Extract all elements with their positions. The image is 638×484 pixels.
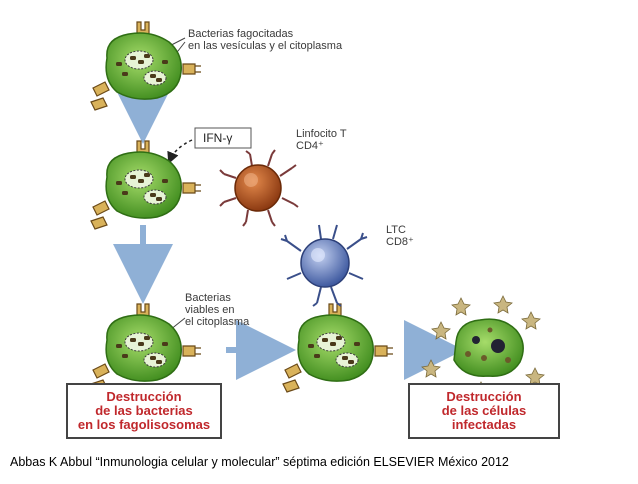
- result-box-right: Destrucción de las células infectadas: [408, 383, 560, 439]
- label-phagocytosed-line1: Bacterias fagocitadas: [188, 28, 294, 40]
- result-left-line1: Destrucción: [106, 389, 182, 404]
- result-box-right-text: Destrucción de las células infectadas: [442, 390, 527, 432]
- result-right-line3: infectadas: [451, 417, 517, 432]
- label-viable-line3: el citoplasma: [185, 316, 250, 328]
- label-phagocytosed: Bacterias fagocitadas en las vesículas y…: [188, 28, 418, 52]
- label-viable-line2: viables en: [185, 304, 235, 316]
- bacteria: [116, 173, 168, 201]
- label-t-cell-line1: Linfocito T: [296, 128, 347, 140]
- result-left-line2: de las bacterias: [95, 403, 193, 418]
- bacteria: [116, 54, 168, 82]
- bacteria: [308, 336, 360, 364]
- label-t-cell-line2: CD4⁺: [296, 140, 324, 152]
- receptors: [90, 140, 201, 230]
- cd8-ctl-cell: [280, 224, 368, 307]
- label-phagocytosed-line2: en las vesículas y el citoplasma: [188, 40, 343, 52]
- label-viable: Bacterias viables en el citoplasma: [185, 292, 305, 328]
- label-ifn: IFN-γ: [203, 131, 233, 145]
- result-left-line3: en los fagolisosomas: [77, 417, 211, 432]
- result-box-left-text: Destrucción de las bacterias en los fago…: [78, 390, 210, 432]
- result-right-line2: de las células: [441, 403, 527, 418]
- cd4-t-cell: [219, 149, 299, 227]
- label-viable-line1: Bacterias: [185, 292, 231, 304]
- destroyed-cell: [421, 295, 545, 400]
- receptors: [90, 21, 201, 111]
- receptors: [282, 303, 393, 393]
- result-right-line1: Destrucción: [446, 389, 522, 404]
- label-ctl-line1: LTC: [386, 224, 406, 236]
- macrophage-4: [282, 303, 393, 393]
- bacteria: [116, 336, 168, 364]
- flow-arrows: [113, 84, 464, 380]
- label-t-cell: Linfocito T CD4⁺: [296, 128, 396, 152]
- macrophage-1: [90, 21, 201, 111]
- label-ctl-line2: CD8⁺: [386, 236, 414, 248]
- label-ctl: LTC CD8⁺: [386, 224, 446, 248]
- macrophage-3: [90, 303, 201, 393]
- citation-caption: Abbas K Abbul “Inmunologia celular y mol…: [10, 455, 509, 469]
- ifn-dashed-arrow: [167, 139, 193, 165]
- ifn-box: [194, 127, 252, 149]
- result-box-left: Destrucción de las bacterias en los fago…: [66, 383, 222, 439]
- macrophage-2: [90, 140, 201, 230]
